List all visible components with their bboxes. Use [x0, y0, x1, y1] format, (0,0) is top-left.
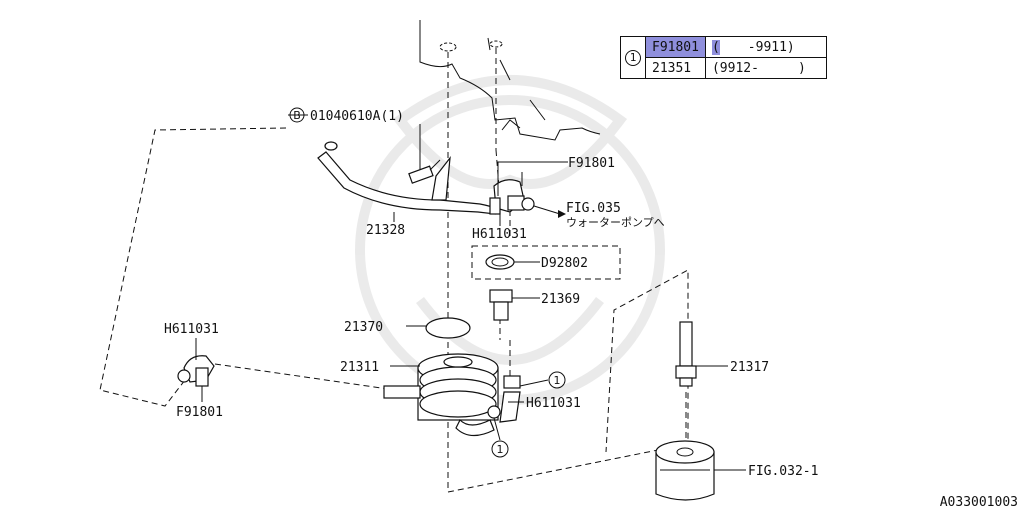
label-bolt: 01040610A(1)	[310, 109, 404, 124]
label-h611031-top: H611031	[472, 227, 527, 242]
label-h611031-left: H611031	[164, 322, 219, 337]
o-ring-21370	[425, 317, 471, 339]
hose-fitting-right	[487, 375, 521, 423]
label-21369: 21369	[541, 292, 580, 307]
part-cell: F91801	[645, 36, 706, 58]
part-labels: B 01040610A(1) F91801 FIG.035 ウォーターポンプへ …	[164, 107, 818, 479]
range-cell: (-9911)	[704, 36, 827, 58]
label-21370: 21370	[344, 320, 383, 335]
label-21311: 21311	[340, 360, 379, 375]
label-f91801-top: F91801	[568, 156, 615, 171]
page-code: A033001003	[939, 495, 1018, 510]
oil-filter-fig032	[655, 440, 715, 501]
ref-marker: 1	[625, 49, 641, 66]
ref-marker-b: 1	[497, 443, 504, 456]
pipe-21328	[317, 141, 496, 215]
ref-marker-cell: 1	[620, 36, 646, 79]
oil-cooler-21311	[383, 353, 499, 437]
label-fig035: FIG.035	[566, 201, 621, 216]
reference-table: 1 F91801 (-9911) 21351 (9912- )	[620, 36, 827, 79]
label-f91801-left: F91801	[176, 405, 223, 420]
leader-lines	[195, 114, 746, 471]
label-h611031-right: H611031	[526, 396, 581, 411]
connector-21369	[489, 289, 513, 321]
gasket-D92802	[485, 254, 515, 270]
label-21317: 21317	[730, 360, 769, 375]
label-fig035-note: ウォーターポンプへ	[566, 216, 665, 229]
bolt-01040610A	[408, 159, 441, 184]
label-fig032: FIG.032-1	[748, 464, 818, 479]
stud-21317	[675, 321, 697, 387]
table-row: 1 F91801 (-9911)	[620, 36, 827, 79]
range-cell: (9912- )	[704, 57, 827, 79]
engine-block	[419, 20, 601, 141]
part-cell: 21351	[645, 57, 706, 79]
bolt-marker: B	[293, 109, 301, 122]
assembly-boundaries	[99, 127, 689, 493]
ref-marker-a: 1	[554, 374, 561, 387]
table-row: 21351 (9912- )	[621, 57, 827, 79]
label-d92802: D92802	[541, 256, 588, 271]
label-21328: 21328	[366, 223, 405, 238]
union-fitting-left	[177, 355, 215, 387]
